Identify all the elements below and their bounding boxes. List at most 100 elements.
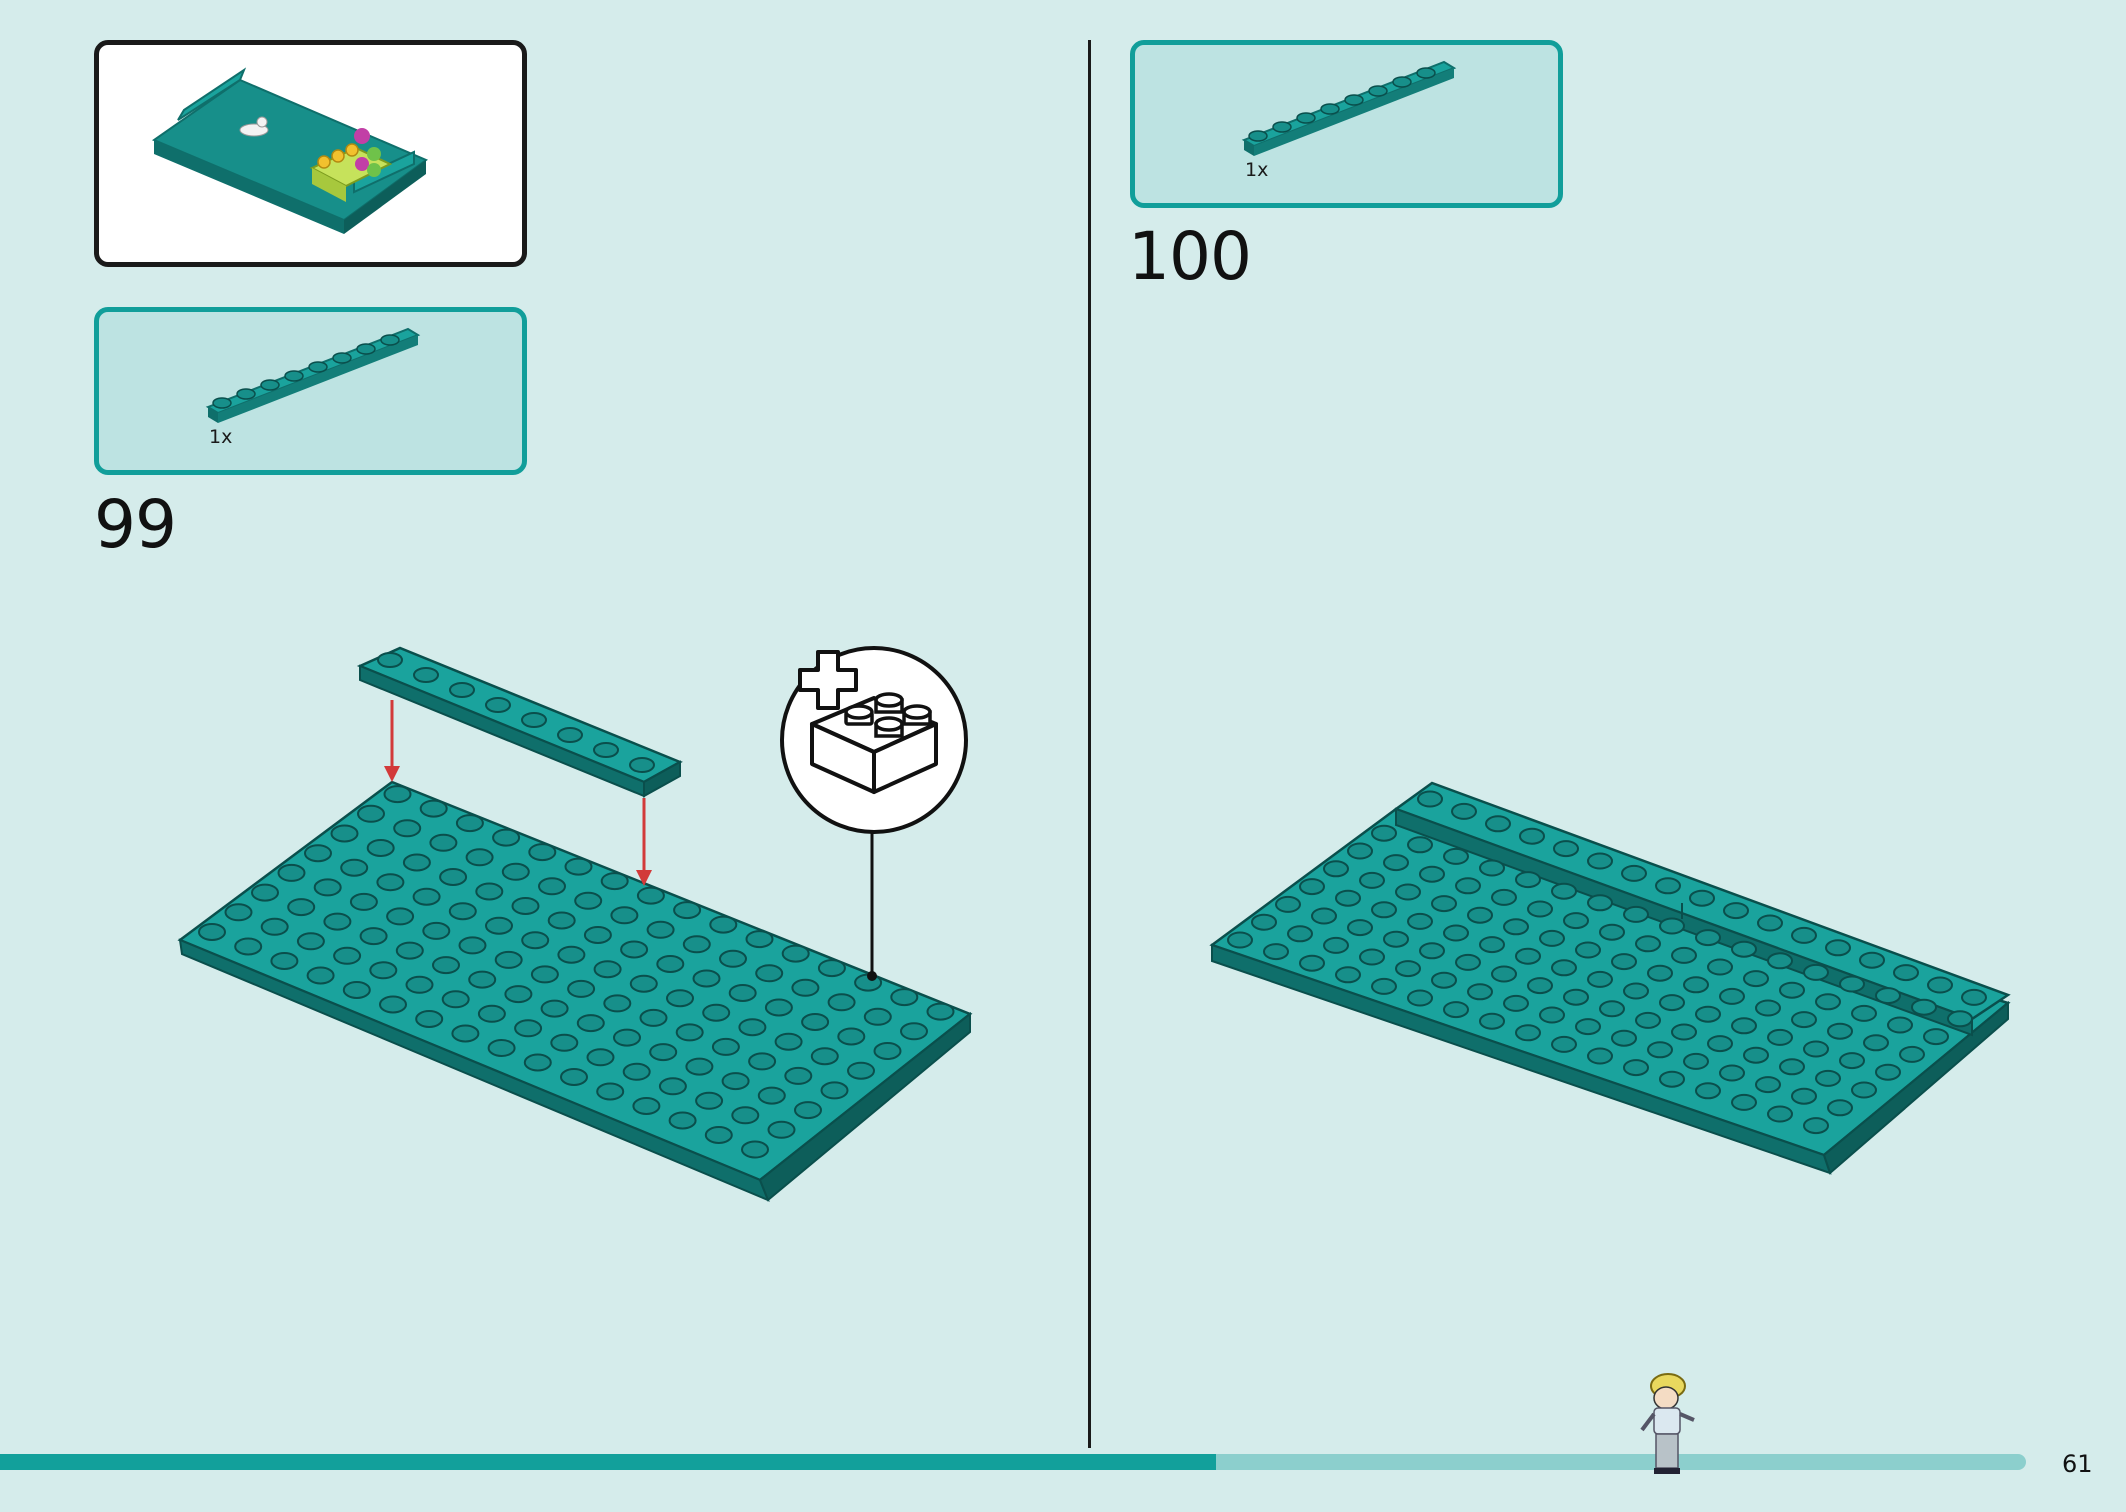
stud xyxy=(1539,1006,1565,1024)
stud xyxy=(468,970,497,989)
stud xyxy=(485,916,513,935)
stud xyxy=(487,1039,516,1057)
stud xyxy=(550,1033,579,1052)
stud xyxy=(557,945,586,964)
stud xyxy=(593,960,622,979)
stud xyxy=(1767,1105,1793,1123)
stud xyxy=(1491,965,1517,983)
stud xyxy=(692,969,721,988)
stud xyxy=(781,944,810,963)
stud xyxy=(379,995,407,1014)
stud xyxy=(1563,988,1589,1006)
parts-list-step-99: 1x xyxy=(94,307,527,475)
stud xyxy=(1515,871,1541,889)
step-number: 99 xyxy=(94,486,177,563)
stud xyxy=(296,932,325,951)
stud xyxy=(1635,935,1661,953)
stud xyxy=(721,1072,750,1091)
stud xyxy=(1485,815,1511,833)
stud xyxy=(1911,998,1937,1016)
stud xyxy=(1383,854,1409,872)
stud xyxy=(1875,987,1901,1005)
stud xyxy=(1587,852,1613,870)
stud xyxy=(666,989,694,1008)
stud xyxy=(745,930,774,949)
stud xyxy=(1563,912,1589,930)
stud xyxy=(1647,1041,1673,1059)
stud xyxy=(1611,953,1637,971)
stud xyxy=(477,1004,506,1023)
stud xyxy=(492,828,521,847)
stud xyxy=(1299,954,1325,972)
stud xyxy=(1491,888,1517,906)
stud xyxy=(1863,1034,1889,1052)
stud xyxy=(1683,1052,1709,1070)
stud xyxy=(863,1007,892,1026)
stud xyxy=(695,1091,724,1110)
stud xyxy=(847,1061,875,1080)
stud xyxy=(784,1066,813,1085)
stud xyxy=(523,1053,552,1072)
stud xyxy=(465,848,494,867)
stud xyxy=(1779,1058,1805,1076)
stud xyxy=(1599,1000,1625,1018)
stud xyxy=(1515,947,1541,965)
stud xyxy=(1611,1029,1637,1047)
stud xyxy=(622,1062,651,1081)
stud xyxy=(393,819,422,838)
stud xyxy=(451,1024,480,1043)
stud xyxy=(1371,824,1397,842)
stud xyxy=(682,935,711,954)
stud xyxy=(547,911,576,930)
stud xyxy=(1455,953,1481,971)
stud xyxy=(656,955,685,973)
stud xyxy=(224,903,253,922)
stud xyxy=(1791,926,1817,944)
stud xyxy=(774,1032,803,1051)
stud xyxy=(530,965,559,984)
stud xyxy=(1587,894,1613,912)
stud xyxy=(810,1047,839,1066)
stud xyxy=(304,844,332,863)
stud xyxy=(837,1027,866,1046)
stud xyxy=(709,915,738,934)
stud xyxy=(1443,847,1469,865)
plate-1x8-part xyxy=(205,327,421,423)
stud xyxy=(1755,999,1781,1017)
step-100-result-illustration xyxy=(1209,781,2011,1175)
stud xyxy=(359,927,388,946)
stud xyxy=(658,1077,687,1096)
stud xyxy=(429,833,458,852)
stud xyxy=(1417,790,1443,808)
stud xyxy=(1275,895,1301,913)
stud xyxy=(748,1052,777,1071)
stud xyxy=(1227,931,1253,949)
stud xyxy=(342,981,371,999)
stud xyxy=(1553,840,1579,858)
stud xyxy=(260,917,289,936)
stud xyxy=(1515,1024,1541,1042)
step-99-build-illustration xyxy=(177,646,973,1202)
stud xyxy=(1599,923,1625,941)
stud xyxy=(357,804,385,823)
stud xyxy=(1407,912,1433,930)
stud xyxy=(1479,1012,1505,1030)
stud xyxy=(521,931,550,950)
stud xyxy=(1419,865,1445,883)
stud xyxy=(1335,966,1361,984)
submodel-preview xyxy=(94,40,527,267)
stud xyxy=(1827,1099,1853,1117)
stud xyxy=(1347,842,1373,860)
stud xyxy=(1347,919,1373,937)
placement-arrows xyxy=(384,700,652,886)
stud xyxy=(1839,975,1865,993)
stud xyxy=(1395,960,1421,978)
stud xyxy=(873,1042,902,1060)
stud xyxy=(1551,959,1577,977)
stud xyxy=(1887,1016,1913,1034)
stud xyxy=(639,1008,668,1027)
stud xyxy=(755,964,784,983)
stud xyxy=(711,1037,740,1056)
stud xyxy=(794,1101,822,1120)
stud xyxy=(1407,836,1433,854)
